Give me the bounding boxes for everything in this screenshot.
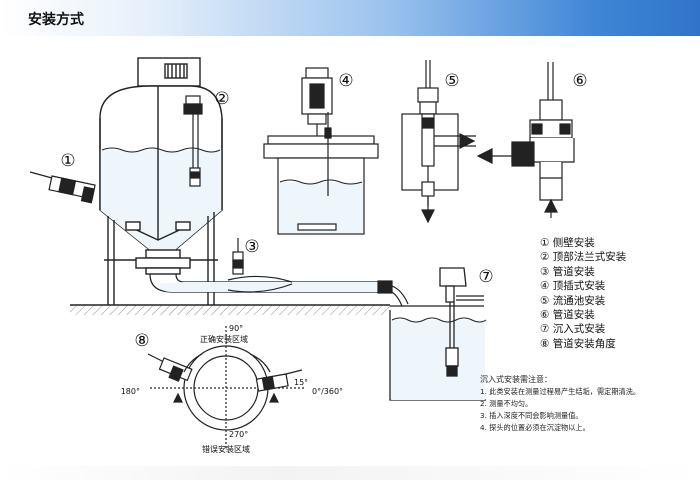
legend-item-5: ⑤ 流通池安装: [540, 294, 606, 307]
legend-item-4: ④ 顶插式安装: [540, 280, 606, 293]
open-basin: [389, 267, 487, 401]
zone-correct: 正确安装区域: [200, 334, 248, 344]
marker-1: ①: [60, 151, 75, 171]
angle-labels: 90° 正确安装区域 180° 0°/360° 15° 270° 错误安装区域: [121, 324, 343, 454]
side-wall-sensor: [29, 171, 96, 204]
legend: ① 侧壁安装 ② 顶部法兰式安装 ③ 管道安装 ④ 顶插式安装 ⑤ 流通池安装 …: [540, 236, 626, 351]
marker-2: ②: [214, 89, 229, 109]
legend-item-2: ② 顶部法兰式安装: [540, 251, 627, 264]
section-title: 安装方式: [28, 12, 84, 28]
flow-cell: [401, 60, 476, 224]
legend-item-1: ① 侧壁安装: [540, 237, 595, 249]
bottom-decor: [0, 466, 700, 480]
note-item-4: 4. 探头的位置必须在沉淀物以上。: [480, 423, 590, 432]
legend-item-8: ⑧ 管道安装角度: [540, 337, 616, 350]
angle-diagram: [147, 326, 306, 448]
ground: [70, 304, 390, 315]
marker-5: ⑤: [444, 71, 459, 91]
marker-8: ⑧: [134, 331, 149, 351]
notes: 沉入式安装需注意： 1. 此类安装在测量过程易产生结垢，需定期清洗。 2. 测量…: [480, 374, 640, 434]
marker-3: ③: [244, 237, 259, 257]
marker-6: ⑥: [572, 71, 587, 91]
top-insert-vessel: [263, 67, 379, 235]
pipeline: [149, 238, 409, 307]
reactor-tank: [99, 57, 223, 305]
notes-title: 沉入式安装需注意：: [480, 375, 552, 384]
legend-item-3: ③ 管道安装: [540, 265, 595, 278]
legend-item-7: ⑦ 沉入式安装: [540, 323, 606, 336]
pipe-tee: [476, 62, 575, 218]
angle-bottom: 270°: [229, 430, 248, 439]
angle-small: 15°: [294, 378, 308, 387]
angle-top: 90°: [229, 324, 243, 333]
zone-wrong: 错误安装区域: [202, 444, 250, 454]
marker-4: ④: [338, 71, 353, 91]
top-flange-sensor: [183, 95, 203, 187]
note-item-1: 1. 此类安装在测量过程易产生结垢，需定期清洗。: [480, 387, 641, 396]
legend-item-6: ⑥ 管道安装: [540, 309, 595, 322]
markers: ① ② ③ ④ ⑤ ⑥ ⑦ ⑧: [60, 71, 587, 351]
angle-left: 180°: [121, 387, 140, 396]
marker-7: ⑦: [478, 267, 493, 287]
angle-right: 0°/360°: [312, 387, 343, 396]
section-header: 安装方式: [0, 0, 700, 36]
note-item-2: 2. 测量不均匀。: [480, 399, 533, 408]
note-item-3: 3. 插入深度不同会影响测量值。: [480, 411, 583, 420]
